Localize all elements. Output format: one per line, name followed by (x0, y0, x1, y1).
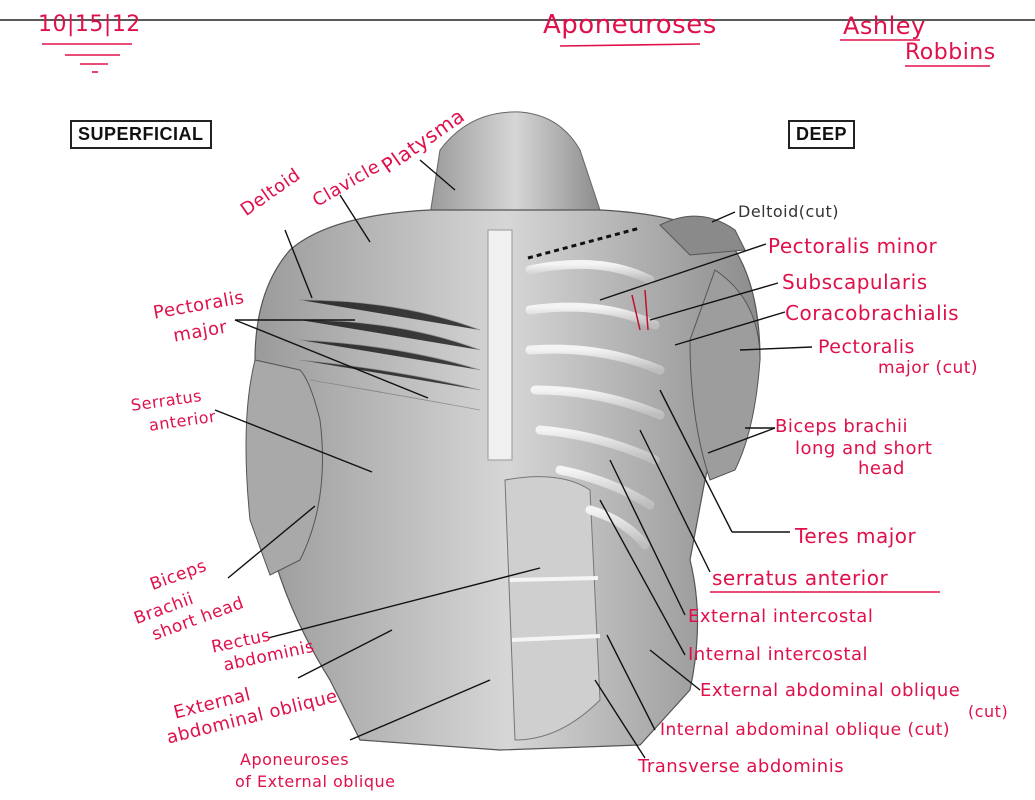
label-teres-major: Teres major (795, 524, 917, 548)
sternum (487, 229, 513, 461)
label-serratus-anterior-right: serratus anterior (712, 566, 889, 590)
label-external-intercostal: External intercostal (688, 606, 874, 627)
rectus-shape (504, 476, 601, 741)
left-arm-shape (245, 359, 323, 576)
label-biceps-long-short-3: head (858, 458, 905, 479)
label-deltoid-cut: Deltoid(cut) (738, 202, 839, 221)
label-coracobrachialis: Coracobrachialis (785, 301, 960, 325)
author-first-name: Ashley (843, 12, 926, 40)
right-arm-shape (689, 269, 761, 481)
label-transverse-abdominis: Transverse abdominis (638, 756, 845, 777)
author-last-name: Robbins (905, 40, 996, 65)
leader-lines (214, 159, 813, 759)
label-pectoralis-minor: Pectoralis minor (768, 234, 938, 258)
label-aponeuroses-2: of External oblique (235, 772, 396, 791)
superficial-panel-label: SUPERFICIAL (70, 120, 212, 149)
label-external-abdominal-oblique-cut-1: External abdominal oblique (700, 680, 961, 701)
clavicle-cut-line (527, 226, 641, 260)
label-biceps-long-short-2: long and short (795, 438, 933, 459)
deep-panel-label: DEEP (788, 120, 856, 149)
label-internal-intercostal: Internal intercostal (688, 644, 869, 665)
neck-shape (429, 111, 601, 216)
label-internal-abdominal-oblique-cut: Internal abdominal oblique (cut) (660, 720, 951, 740)
label-subscapularis: Subscapularis (782, 270, 928, 294)
label-external-abdominal-oblique-cut-2: (cut) (968, 702, 1009, 721)
label-pectoralis-major-cut-1: Pectoralis (818, 336, 915, 358)
date-label: 10|15|12 (38, 12, 141, 37)
header-underlines (42, 39, 990, 593)
label-aponeuroses-1: Aponeuroses (240, 750, 350, 769)
label-biceps-long-short-1: Biceps brachii (775, 416, 909, 437)
label-pectoralis-major-cut-2: major (cut) (878, 358, 979, 378)
rib-cage (525, 259, 665, 550)
page-title: Aponeuroses (543, 10, 717, 40)
